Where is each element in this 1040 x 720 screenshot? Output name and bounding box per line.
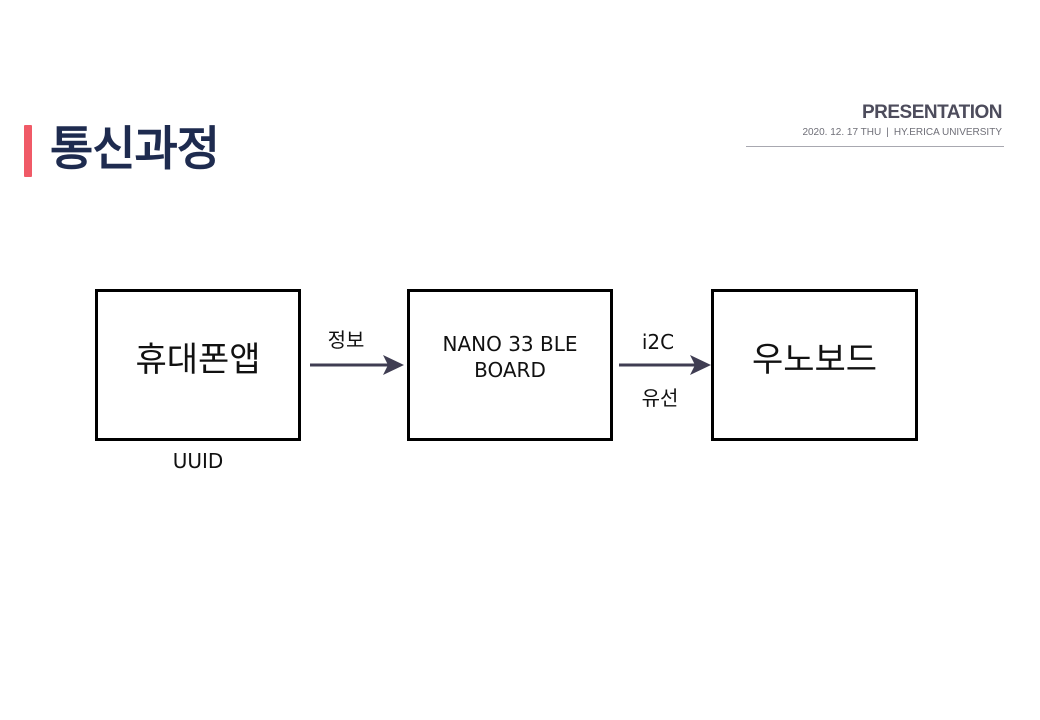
node-uno-board: 우노보드: [711, 289, 918, 441]
presentation-institution: HY.ERICA UNIVERSITY: [893, 127, 1002, 138]
node-nano-board-label: NANO 33 BLE BOARD: [442, 332, 578, 382]
presentation-date: 2020. 12. 17 THU: [802, 127, 882, 138]
edge-nano-uno-label-bottom: 유선: [641, 386, 679, 410]
page-title: 통신과정: [50, 122, 220, 177]
node-nano-board: NANO 33 BLE BOARD: [407, 289, 613, 441]
node-phone-app-caption: UUID: [172, 449, 224, 473]
arrow-right-icon: [310, 355, 404, 375]
title-accent-bar: [24, 125, 32, 177]
arrow-right-icon: [619, 355, 711, 375]
node-phone-app: 휴대폰앱: [95, 289, 301, 441]
header-divider: [746, 146, 1004, 147]
node-phone-app-label: 휴대폰앱: [135, 340, 261, 380]
presentation-label: PRESENTATION: [861, 102, 1003, 123]
presentation-meta: 2020. 12. 17 THU | HY.ERICA UNIVERSITY: [802, 126, 1002, 140]
edge-phone-nano-label: 정보: [327, 328, 365, 352]
presentation-header: PRESENTATION 2020. 12. 17 THU | HY.ERICA U…: [802, 100, 1002, 140]
meta-separator: |: [886, 127, 889, 138]
node-uno-board-label: 우노보드: [751, 340, 878, 380]
edge-nano-uno-label-top: i2C: [641, 330, 675, 354]
